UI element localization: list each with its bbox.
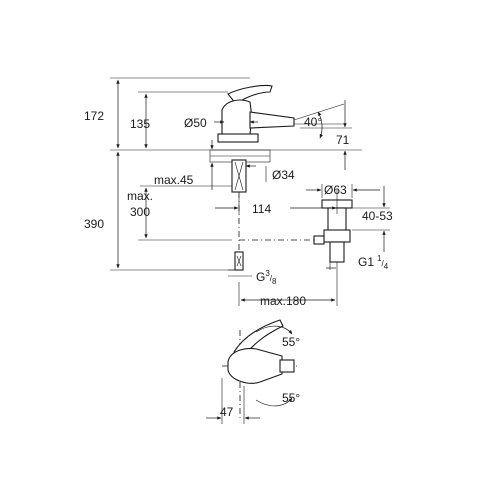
label-114: 114 bbox=[252, 202, 271, 216]
label-angle-55-top: 55° bbox=[282, 335, 300, 349]
faucet-side-view bbox=[110, 84, 362, 271]
dimension-lines bbox=[110, 77, 390, 306]
label-thread-g-3-8: G3/8 bbox=[256, 269, 277, 286]
spout bbox=[249, 111, 295, 129]
label-angle-40: 40° bbox=[304, 115, 322, 129]
label-71: 71 bbox=[336, 133, 350, 147]
label-135: 135 bbox=[130, 117, 150, 131]
faucet-body bbox=[221, 99, 253, 135]
label-max-45: max.45 bbox=[154, 173, 194, 187]
label-max-300-line2: 300 bbox=[130, 205, 150, 219]
label-max-300-line1: max. bbox=[127, 189, 153, 203]
label-diameter-63: Ø63 bbox=[324, 183, 347, 197]
faucet-top-view bbox=[206, 319, 300, 424]
top-body bbox=[227, 347, 283, 384]
label-172: 172 bbox=[84, 109, 104, 123]
label-diameter-50: Ø50 bbox=[184, 116, 207, 130]
waste-outlet bbox=[329, 241, 345, 263]
label-max-180: max.180 bbox=[260, 294, 306, 308]
waste-nut bbox=[323, 229, 351, 243]
faucet-base bbox=[217, 133, 259, 143]
label-47: 47 bbox=[220, 405, 234, 419]
label-390: 390 bbox=[84, 217, 104, 231]
dimension-labels: 172 135 Ø50 40° 71 max.45 Ø34 Ø63 114 40… bbox=[84, 109, 393, 419]
label-angle-55-bottom: 55° bbox=[282, 391, 300, 405]
label-40-53: 40-53 bbox=[362, 209, 393, 223]
top-spout bbox=[279, 359, 295, 373]
label-diameter-34: Ø34 bbox=[272, 168, 295, 182]
